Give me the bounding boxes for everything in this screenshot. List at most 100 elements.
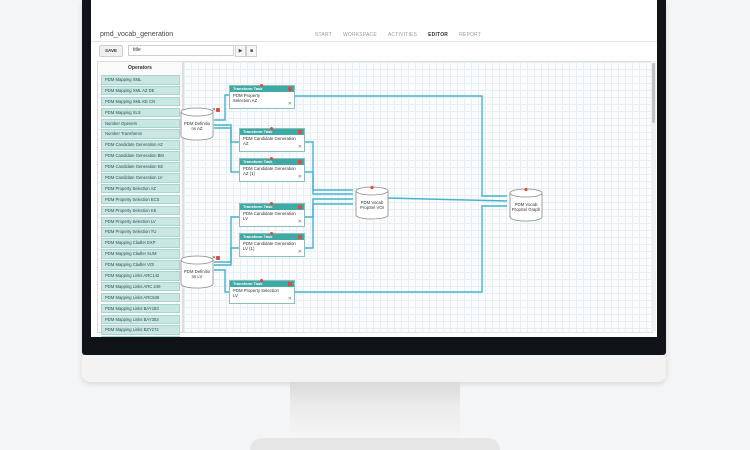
task-label-line2: AZ xyxy=(243,141,249,147)
operator-item[interactable]: PDM Mapping Links ARC539 xyxy=(101,292,180,303)
task-label-line2: AZ (1) xyxy=(243,171,255,177)
monitor-stand-base xyxy=(250,438,500,450)
tab-start[interactable]: START xyxy=(315,32,332,38)
db-label-line1: PDM Definitio xyxy=(183,269,211,274)
save-button[interactable]: SAVE xyxy=(99,45,123,57)
input-port[interactable] xyxy=(270,232,273,235)
operator-item[interactable]: PDM Mapping Links BAY183 xyxy=(101,303,180,314)
db-label-line2: PropSel VOI xyxy=(360,205,384,211)
db-label-line1: PDM Vocab xyxy=(514,202,538,207)
operator-item[interactable]: PDM Mapping XML xyxy=(101,75,180,85)
operator-item[interactable]: PDM Mapping Cladler SUM xyxy=(101,249,180,259)
task-label-line2: LV (1) xyxy=(243,246,255,252)
operator-item[interactable]: PDM Mapping XML KE CN xyxy=(101,96,180,107)
task-label-line1: PDM Candidate Generation xyxy=(243,241,296,246)
db-node-definitions-az[interactable]: ✕ PDM Definitio ns AZ xyxy=(180,107,220,141)
top-tabs: START WORKSPACE ACTIVITIES EDITOR REPORT xyxy=(315,32,492,38)
tab-editor[interactable]: EDITOR xyxy=(428,32,449,38)
operator-item[interactable]: PDM Property Selection TU xyxy=(101,227,180,237)
canvas-scrollbar[interactable] xyxy=(651,61,656,331)
transform-task-candidate-generation-az[interactable]: Transform Task PDM Candidate Generation … xyxy=(239,127,305,152)
db-node-vocab-voi[interactable]: PDM Vocab PropSel VOI xyxy=(355,185,389,220)
operator-item[interactable]: Number Transforms xyxy=(101,129,180,139)
task-label-line2: LV xyxy=(243,216,248,222)
play-button[interactable]: ▶ xyxy=(235,45,246,57)
db-node-definitions-lv[interactable]: ✕ PDM Definitio ns LV xyxy=(180,255,220,289)
operator-item[interactable]: PDM Property Selection LV xyxy=(101,216,180,227)
operator-item[interactable]: PDM Mapping XLS xyxy=(101,107,180,118)
task-label-line1: PDM Property xyxy=(233,93,260,98)
operator-item[interactable]: PDM Mapping Links BAY353 xyxy=(101,314,180,325)
tab-report[interactable]: REPORT xyxy=(459,32,482,38)
transform-task-candidate-generation-lv[interactable]: Transform Task PDM Candidate Generation … xyxy=(239,202,305,227)
db-node-tools[interactable]: ✕ xyxy=(212,255,220,261)
db-label-line2: ns LV xyxy=(191,274,203,280)
operator-item[interactable]: PDM Mapping XML AZ DE xyxy=(101,85,180,96)
transform-task-candidate-generation-lv-1[interactable]: Transform Task PDM Candidate Generation … xyxy=(239,232,305,257)
workflow-name-input[interactable]: title xyxy=(128,45,234,56)
database-icon xyxy=(180,107,214,141)
db-node-tools[interactable]: ✕ xyxy=(212,107,220,113)
operator-item[interactable]: PDM Property Selection AZ xyxy=(101,183,180,194)
task-header: Transform Task xyxy=(240,204,304,210)
app-title: pmd_vocab_generation xyxy=(100,31,174,38)
operator-item[interactable]: PDM Mapping Links BZY272 xyxy=(101,325,180,335)
operator-item[interactable]: PDM Candidate Generation KE xyxy=(101,162,180,172)
delete-icon[interactable] xyxy=(298,204,302,209)
input-port[interactable] xyxy=(270,127,273,130)
operator-item[interactable]: PDM Candidate Generation LV xyxy=(101,173,180,183)
play-icon: ▶ xyxy=(238,48,243,54)
transform-task-property-selection-lv[interactable]: Transform Task PDM Property Selection LV… xyxy=(229,279,295,304)
db-label-line1: PDM Definitio xyxy=(183,121,211,126)
task-header: Transform Task xyxy=(240,159,304,165)
operators-title: Operators xyxy=(128,65,152,71)
settings-icon[interactable]: ✕ xyxy=(297,219,302,225)
input-port[interactable] xyxy=(270,202,273,205)
delete-icon[interactable] xyxy=(288,281,292,286)
operator-item[interactable]: PDM Property Selection ECS xyxy=(101,194,180,205)
settings-icon[interactable]: ✕ xyxy=(287,101,292,107)
stop-button[interactable]: ■ xyxy=(246,45,257,57)
delete-icon[interactable] xyxy=(298,129,302,134)
tab-workspace[interactable]: WORKSPACE xyxy=(342,32,377,38)
transform-task-property-selection-az[interactable]: Transform Task PDM Property Selection AZ… xyxy=(229,84,295,109)
input-port[interactable] xyxy=(260,279,263,282)
operator-item[interactable]: PDM Candidate Generation AZ xyxy=(101,140,180,150)
editor-app-window: pmd_vocab_generation START WORKSPACE ACT… xyxy=(91,0,657,337)
operator-item[interactable]: PDM Mapping Links ARC142 xyxy=(101,271,180,281)
delete-icon[interactable] xyxy=(288,86,292,91)
input-port[interactable] xyxy=(260,84,263,87)
task-label-line1: PDM Candidate Generation xyxy=(243,211,296,216)
delete-icon[interactable] xyxy=(216,107,220,112)
operator-item[interactable]: PDM Mapping Links BZY637 xyxy=(101,336,180,337)
db-label-line1: PDM Vocab xyxy=(360,200,384,205)
task-header: Transform Task xyxy=(230,86,294,92)
operator-item[interactable]: PDM Candidate Generation BM xyxy=(101,151,180,161)
transform-task-candidate-generation-az-1[interactable]: Transform Task PDM Candidate Generation … xyxy=(239,157,305,182)
task-header: Transform Task xyxy=(230,281,294,287)
operator-item[interactable]: PDM Property Selection KE xyxy=(101,205,180,216)
db-node-vocab-graph[interactable]: PDM Vocab PropSel Graph xyxy=(509,187,543,222)
settings-icon[interactable]: ✕ xyxy=(297,249,302,255)
monitor-frame: pmd_vocab_generation START WORKSPACE ACT… xyxy=(82,0,666,382)
input-port[interactable] xyxy=(270,157,273,160)
operator-item[interactable]: PDM Mapping Links ARC 249 xyxy=(101,281,180,292)
delete-icon[interactable] xyxy=(298,159,302,164)
settings-icon[interactable]: ✕ xyxy=(297,174,302,180)
database-icon xyxy=(509,187,543,222)
settings-icon[interactable]: ✕ xyxy=(287,296,292,302)
operator-item[interactable]: PDM Mapping Cladler VOI xyxy=(101,260,180,270)
delete-icon[interactable] xyxy=(298,234,302,239)
delete-icon[interactable] xyxy=(216,255,220,260)
db-label-line2: PropSel Graph xyxy=(511,207,541,213)
operator-item[interactable]: PDM Mapping Cladler EXP xyxy=(101,238,180,248)
scrollbar-thumb[interactable] xyxy=(652,63,655,123)
task-label-line1: PDM Candidate Generation xyxy=(243,166,296,171)
database-icon xyxy=(180,255,214,289)
settings-icon[interactable]: ✕ xyxy=(297,144,302,150)
monitor-stand xyxy=(290,382,460,444)
operator-item[interactable]: Number Openers xyxy=(101,118,180,129)
tab-activities[interactable]: ACTIVITIES xyxy=(387,32,418,38)
monitor-screen: pmd_vocab_generation START WORKSPACE ACT… xyxy=(82,0,666,355)
